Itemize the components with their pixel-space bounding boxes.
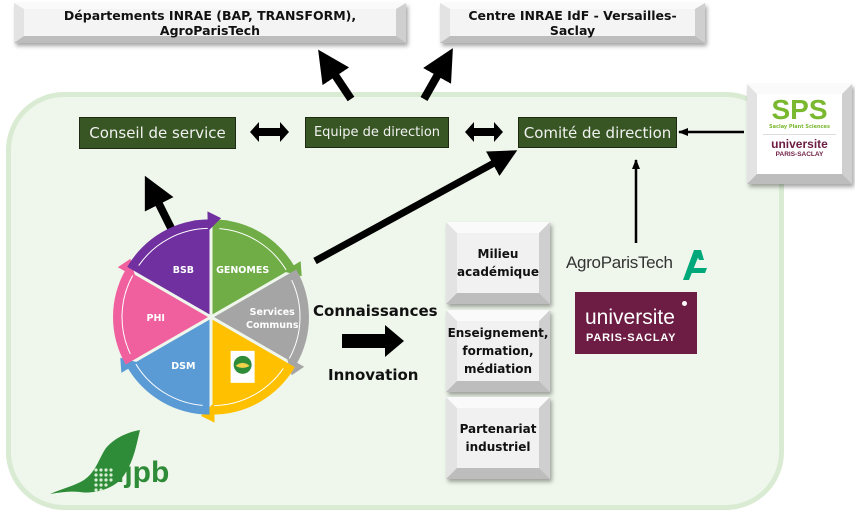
pie-segment-dsm bbox=[127, 319, 210, 415]
arrow-knowledge-flow bbox=[342, 325, 404, 357]
arrow-equipe-to-centre bbox=[420, 48, 453, 101]
pie-label-genomes: GENOMES bbox=[216, 265, 269, 276]
output-industry-line1: Partenariat bbox=[459, 422, 537, 436]
agroparistech-a-icon bbox=[683, 250, 707, 280]
output-industry-line2: industriel bbox=[465, 440, 531, 454]
pie-cycle-arc-services-communs bbox=[288, 279, 301, 359]
agroparistech-logo: AgroParisTech bbox=[566, 248, 711, 282]
pie-segment-phi bbox=[113, 269, 208, 365]
ups-line2: PARIS-SACLAY bbox=[586, 332, 677, 344]
equipe-label: Equipe de direction bbox=[313, 125, 441, 140]
ups-line1: universite bbox=[585, 306, 675, 329]
pie-cycle-arc-phi bbox=[121, 275, 134, 355]
innovation-label: Innovation bbox=[328, 366, 419, 384]
output-box-academic: Milieu académique bbox=[446, 222, 550, 304]
sps-box: SPS Saclay Plant Sciences universite PAR… bbox=[747, 84, 852, 184]
equipe-de-direction-box: Equipe de direction bbox=[305, 117, 449, 148]
ijpb-text: ijpb bbox=[116, 456, 170, 489]
arrow-pie-to-conseil bbox=[144, 175, 175, 230]
pie-arrow-tip-bsb bbox=[207, 211, 222, 232]
observatoire-logo-icon bbox=[230, 350, 255, 383]
centre-label: Centre INRAE IdF - Versailles-Saclay bbox=[468, 7, 677, 38]
pie-cycle-arc-dsm bbox=[135, 363, 203, 406]
sps-title: SPS bbox=[771, 94, 828, 125]
departements-box: Départements INRAE (BAP, TRANSFORM), Agr… bbox=[14, 3, 406, 43]
output-box-industry: Partenariat industriel bbox=[446, 397, 550, 479]
pie-label-dsm: DSM bbox=[171, 361, 195, 372]
centre-box: Centre INRAE IdF - Versailles-Saclay bbox=[440, 3, 705, 43]
universite-paris-saclay-logo: universite PARIS-SACLAY bbox=[575, 292, 697, 354]
output-teaching-line2: formation, bbox=[462, 344, 534, 358]
arrow-equipe-to-departements bbox=[318, 49, 355, 102]
output-teaching-line3: médiation bbox=[463, 362, 533, 376]
output-academic-line2: académique bbox=[457, 265, 539, 279]
pie-segment-genomes bbox=[212, 219, 295, 315]
ijpb-logo: ijpb bbox=[44, 428, 184, 500]
sps-subtitle: Saclay Plant Sciences bbox=[769, 124, 830, 130]
knowledge-label: Connaissances bbox=[313, 302, 438, 320]
departements-line1: Départements INRAE (BAP, TRANSFORM), bbox=[63, 7, 357, 23]
departements-line2: AgroParisTech bbox=[159, 22, 261, 38]
conseil-label: Conseil de service bbox=[89, 124, 226, 142]
pie-segment-bsb bbox=[127, 219, 210, 315]
output-academic-line1: Milieu bbox=[477, 247, 519, 261]
pie-label-phi: PHI bbox=[147, 313, 165, 324]
pie-label-services-communs-2: Communs bbox=[246, 320, 299, 331]
arrow-pie-to-comite bbox=[313, 150, 518, 265]
output-teaching-line1: Enseignement, bbox=[447, 326, 549, 340]
pie-cycle-arc-observatoire bbox=[214, 368, 284, 407]
sps-divider bbox=[763, 134, 836, 135]
agroparistech-text: AgroParisTech bbox=[566, 253, 673, 272]
pie-cycle-arc-bsb bbox=[138, 227, 208, 266]
double-arrow-equipe-comite bbox=[465, 122, 503, 142]
pie-label-bsb: BSB bbox=[173, 265, 194, 276]
pie-label-services-communs-1: Services bbox=[250, 307, 295, 318]
double-arrow-conseil-equipe bbox=[250, 122, 289, 142]
sps-ups-line1: universite bbox=[771, 137, 828, 151]
ijpb-leaf-icon bbox=[50, 430, 140, 494]
comite-label: Comité de direction bbox=[523, 123, 672, 142]
pie-cycle-arc-genomes bbox=[219, 228, 287, 271]
ups-dot-icon bbox=[682, 301, 687, 306]
conseil-de-service-box: Conseil de service bbox=[79, 117, 236, 149]
sps-ups-line2: PARIS-SACLAY bbox=[775, 151, 824, 158]
output-box-teaching: Enseignement, formation, médiation bbox=[446, 310, 550, 392]
pie-segment-services-communs bbox=[214, 269, 309, 365]
comite-de-direction-box: Comité de direction bbox=[518, 117, 677, 148]
